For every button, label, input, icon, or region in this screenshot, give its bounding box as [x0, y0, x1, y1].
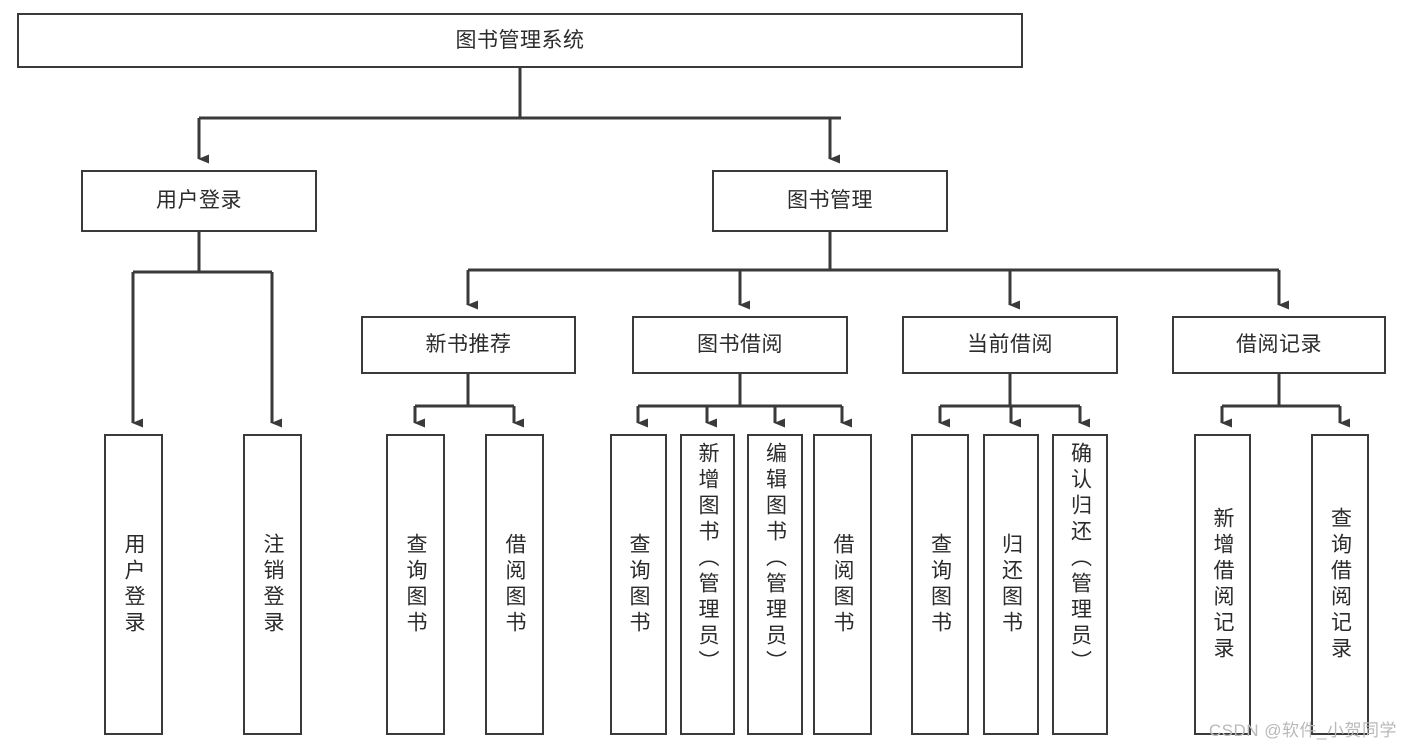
leaf-node[interactable]: 查询图书: [610, 434, 667, 735]
leaf-node[interactable]: 查询借阅记录: [1311, 434, 1369, 735]
leaf-node-label: 编辑图书（管理员）: [763, 442, 787, 676]
node-book-borrow-label: 图书借阅: [697, 333, 783, 357]
leaf-node-label: 查询图书: [627, 532, 650, 637]
node-current-borrow-label: 当前借阅: [967, 333, 1053, 357]
leaf-node-label: 归还图书: [999, 532, 1023, 637]
leaf-node[interactable]: 借阅图书: [485, 434, 544, 735]
leaf-node[interactable]: 查询图书: [911, 434, 969, 735]
leaf-node-label: 用户登录: [122, 532, 145, 637]
node-book-management-label: 图书管理: [787, 189, 873, 213]
leaf-node[interactable]: 归还图书: [983, 434, 1039, 735]
node-new-book-recommend[interactable]: 新书推荐: [361, 316, 576, 374]
leaf-node[interactable]: 借阅图书: [813, 434, 872, 735]
node-user-login[interactable]: 用户登录: [81, 170, 317, 232]
node-book-borrow[interactable]: 图书借阅: [632, 316, 848, 374]
leaf-node[interactable]: 新增图书（管理员）: [680, 434, 735, 735]
node-root-system[interactable]: 图书管理系统: [17, 13, 1023, 68]
leaf-node[interactable]: 新增借阅记录: [1194, 434, 1251, 735]
leaf-node[interactable]: 用户登录: [104, 434, 163, 735]
leaf-node-label: 注销登录: [261, 532, 284, 637]
leaf-node-label: 借阅图书: [831, 532, 854, 637]
node-new-book-recommend-label: 新书推荐: [425, 333, 512, 357]
leaf-node-label: 新增图书（管理员）: [696, 442, 719, 676]
csdn-watermark: CSDN @软件_小贺同学: [1208, 721, 1397, 740]
node-user-login-label: 用户登录: [156, 189, 242, 213]
node-book-management[interactable]: 图书管理: [712, 170, 948, 232]
leaf-node[interactable]: 编辑图书（管理员）: [747, 434, 803, 735]
leaf-node-label: 确认归还（管理员）: [1068, 442, 1092, 676]
leaf-node-label: 新增借阅记录: [1211, 506, 1234, 663]
leaf-node[interactable]: 查询图书: [386, 434, 445, 735]
leaf-node[interactable]: 确认归还（管理员）: [1052, 434, 1108, 735]
node-borrow-record[interactable]: 借阅记录: [1172, 316, 1386, 374]
node-borrow-record-label: 借阅记录: [1236, 333, 1322, 357]
leaf-node[interactable]: 注销登录: [243, 434, 302, 735]
leaf-node-label: 查询借阅记录: [1328, 506, 1352, 663]
node-current-borrow[interactable]: 当前借阅: [902, 316, 1118, 374]
leaf-node-label: 查询图书: [404, 532, 427, 637]
node-root-label: 图书管理系统: [455, 28, 585, 52]
leaf-node-label: 借阅图书: [503, 532, 526, 637]
leaf-node-label: 查询图书: [928, 532, 952, 637]
